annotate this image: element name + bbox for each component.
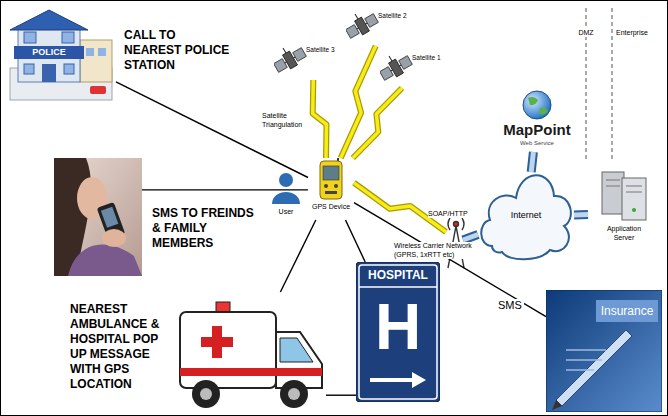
pipe-line — [574, 212, 588, 218]
application-server: Application Server — [588, 168, 660, 258]
satellite: Satellite 2 — [346, 6, 418, 46]
hospital-sign: HOSPITAL H — [356, 262, 440, 402]
connector — [116, 82, 308, 178]
satellite-label: Satellite 3 — [306, 46, 346, 54]
cloud-label: Internet — [478, 210, 574, 221]
note-label: Satellite Triangulation — [262, 112, 312, 129]
caption-text: NEAREST AMBULANCE & HOSPITAL POP UP MESS… — [70, 302, 170, 392]
bolt-line — [313, 80, 327, 158]
bolt-line — [354, 183, 446, 232]
sms-phone: SMS TO FREINDS & FAMILY MEMBERS — [54, 158, 142, 276]
caption-text: CALL TO NEAREST POLICE STATION — [124, 28, 236, 73]
insurance-image: Insurance — [546, 290, 662, 412]
connector — [280, 220, 315, 292]
service-name: MapPoint — [492, 121, 582, 138]
icon-label: User — [268, 207, 304, 216]
connector-line — [326, 395, 356, 396]
connector-line — [116, 82, 308, 178]
bolt-outline — [354, 183, 446, 232]
satellite-label: Satellite 1 — [412, 54, 452, 62]
satellite: Satellite 3 — [274, 40, 346, 80]
pipe-outline — [463, 235, 478, 241]
network-label: Wireless Carrier Network (GPRS, 1xRTT et… — [394, 242, 478, 259]
connector — [142, 189, 308, 190]
bolt-outline — [353, 88, 402, 158]
protocol-label: SOAP/HTTP — [428, 209, 474, 218]
mappoint-service: MapPointWeb Service — [492, 90, 582, 152]
banner-text: Insurance — [596, 303, 658, 319]
connector — [353, 88, 402, 158]
connector — [354, 183, 478, 240]
icon-label: Application Server — [602, 224, 646, 242]
pipe-outline — [574, 210, 588, 220]
connector — [574, 214, 588, 216]
icon-label: GPS Device — [308, 202, 354, 211]
connector-line — [280, 220, 315, 292]
connector-line — [346, 220, 366, 262]
caption-text: SMS TO FREINDS & FAMILY MEMBERS — [152, 206, 264, 251]
police-station: POLICECALL TO NEAREST POLICE STATION — [4, 6, 116, 102]
sign-letter: H — [356, 292, 440, 362]
zone-label: DMZ — [576, 28, 596, 37]
internet-cloud: Internet — [478, 172, 574, 262]
connector — [531, 152, 533, 172]
connector-line — [142, 189, 308, 190]
bolt-outline — [313, 80, 327, 158]
sign-text: POLICE — [14, 46, 84, 59]
connector — [346, 220, 366, 262]
pipe-line — [531, 152, 533, 172]
ambulance-art — [176, 292, 326, 412]
satellite: Satellite 1 — [380, 48, 452, 88]
gps-device-art — [308, 158, 354, 220]
gps-device: GPS Device — [308, 158, 354, 220]
bolt-line — [353, 88, 402, 158]
ambulance: NEAREST AMBULANCE & HOSPITAL POP UP MESS… — [176, 292, 326, 412]
connector — [313, 80, 327, 158]
satellite-label: Satellite 2 — [378, 12, 418, 20]
service-subtitle: Web Service — [492, 139, 582, 147]
edge-label: SMS — [496, 299, 524, 312]
pipe-outline — [531, 152, 533, 172]
sign-text: HOSPITAL — [356, 268, 440, 282]
connector — [326, 395, 356, 396]
zone-label: Enterprise — [616, 28, 660, 37]
enterprise-line — [612, 8, 613, 160]
user-icon: User — [268, 170, 304, 218]
application-server-art — [588, 168, 660, 258]
sms-phone-art — [54, 158, 142, 276]
pipe-line — [463, 235, 478, 241]
